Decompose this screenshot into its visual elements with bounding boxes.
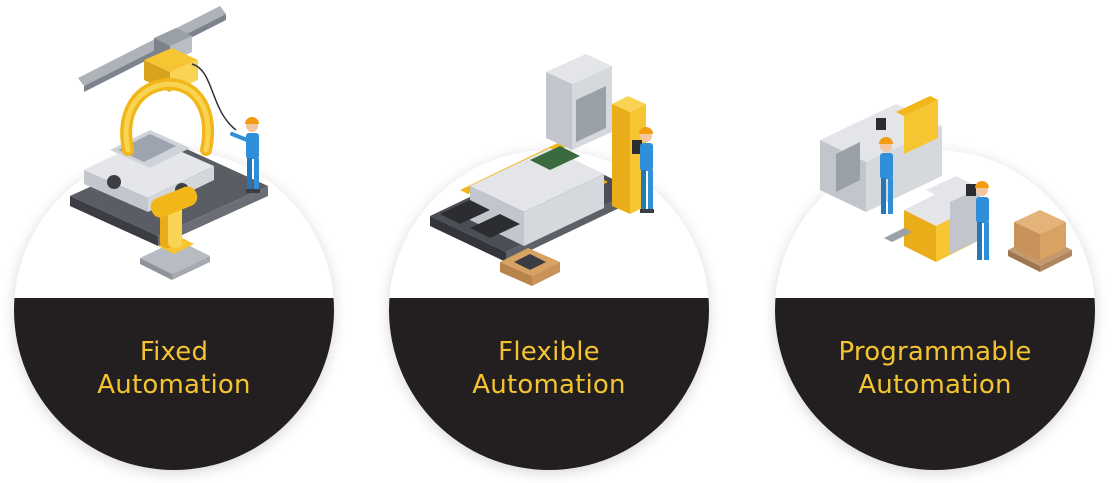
card-label-line2: Automation xyxy=(97,370,251,400)
card-label-line2: Automation xyxy=(472,370,626,400)
card-programmable-automation: Programmable Automation xyxy=(775,150,1095,470)
label-plate xyxy=(389,298,709,470)
card-label: Programmable Automation xyxy=(775,336,1095,402)
label-plate xyxy=(14,298,334,470)
label-plate xyxy=(775,298,1095,470)
badge-disc xyxy=(389,150,709,470)
card-label: Flexible Automation xyxy=(389,336,709,402)
badge-disc xyxy=(14,150,334,470)
card-fixed-automation: Fixed Automation xyxy=(14,150,334,470)
card-label: Fixed Automation xyxy=(14,336,334,402)
card-flexible-automation: Flexible Automation xyxy=(389,150,709,470)
card-label-line1: Programmable xyxy=(838,337,1032,367)
card-label-line1: Fixed xyxy=(139,337,209,367)
card-label-line1: Flexible xyxy=(498,337,600,367)
badge-disc xyxy=(775,150,1095,470)
card-label-line2: Automation xyxy=(858,370,1012,400)
